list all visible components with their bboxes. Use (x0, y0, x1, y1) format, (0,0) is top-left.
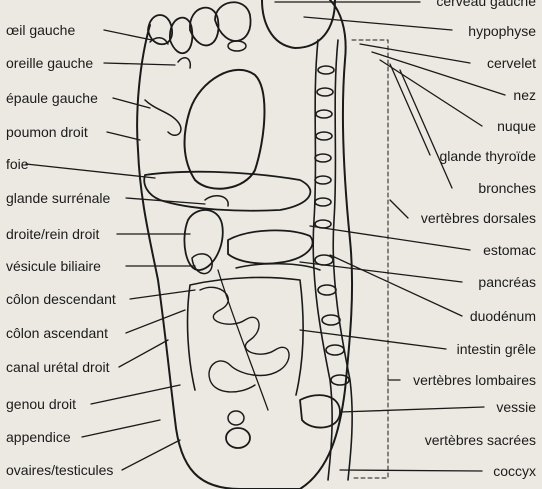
label-glande-surrenale: glande surrénale (6, 190, 110, 206)
label-cervelet: cervelet (487, 55, 536, 71)
label-glande-thyroide: glande thyroïde (439, 148, 536, 164)
toe-second (215, 2, 251, 41)
toe-fourth (170, 18, 192, 54)
label-colon-descendant: côlon descendant (6, 291, 116, 307)
spine (313, 40, 352, 480)
brain-mark (228, 41, 246, 51)
vertebrae-guide (352, 40, 388, 478)
label-canal-uretal-droit: canal urétal droit (6, 359, 110, 375)
testis-shape (228, 411, 244, 425)
label-foie: foie (6, 156, 29, 172)
label-droite-rein-droit: droite/rein droit (6, 226, 99, 242)
gallbladder-shape (192, 254, 212, 274)
stomach-shape (228, 230, 312, 263)
label-vessie: vessie (496, 399, 536, 415)
label-vertebres-sacrees: vertèbres sacrées (425, 432, 536, 448)
label-duodenum: duodénum (470, 308, 536, 324)
label-appendice: appendice (6, 429, 71, 445)
label-colon-ascendant: côlon ascendant (6, 325, 108, 341)
label-epaule-gauche: épaule gauche (6, 90, 98, 106)
label-bronches: bronches (478, 180, 536, 196)
colon-outline (188, 277, 304, 395)
label-oreille-gauche: oreille gauche (6, 55, 93, 71)
toe-big (262, 0, 335, 48)
bladder-shape (300, 395, 340, 427)
pancreas-shape (236, 264, 320, 270)
ureter-line (218, 270, 268, 410)
label-poumon-droit: poumon droit (6, 124, 88, 140)
adrenal-shape (205, 196, 228, 206)
ovary-shape (226, 428, 250, 448)
label-nuque: nuque (497, 118, 536, 134)
ear-mark (178, 58, 190, 68)
label-ovaires-testicules: ovaires/testicules (6, 462, 113, 478)
liver-shape (144, 172, 310, 211)
toe-third (190, 8, 219, 46)
label-cerveau-gauche: cerveau gauche (436, 0, 536, 9)
intestine-coils (200, 287, 289, 392)
label-pancreas: pancréas (478, 274, 536, 290)
label-intestin-grele: intestin grêle (457, 341, 536, 357)
label-vertebres-dorsales: vertèbres dorsales (421, 210, 536, 226)
label-nez: nez (513, 87, 536, 103)
shoulder-mark (145, 100, 181, 135)
kidney-shape (184, 210, 222, 270)
label-genou-droit: genou droit (6, 396, 76, 412)
label-oeil-gauche: œil gauche (6, 22, 75, 38)
label-vertebres-lombaires: vertèbres lombaires (413, 372, 536, 388)
label-coccyx: coccyx (493, 463, 536, 479)
label-hypophyse: hypophyse (468, 23, 536, 39)
label-vesicule-biliaire: vésicule biliaire (6, 258, 101, 274)
label-estomac: estomac (483, 242, 536, 258)
